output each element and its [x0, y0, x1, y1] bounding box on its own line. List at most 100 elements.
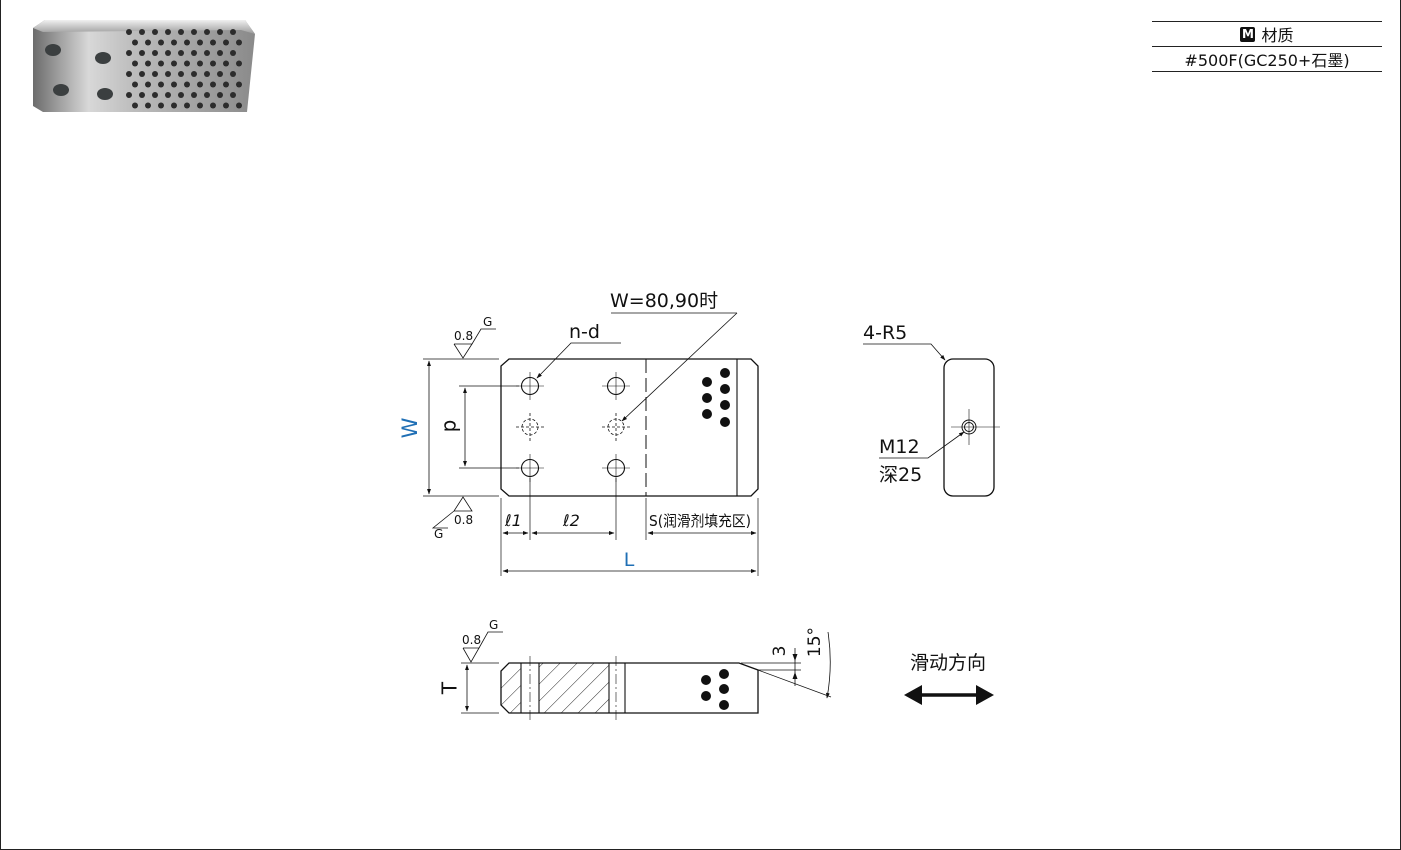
- label-depth: 深25: [879, 464, 922, 486]
- photo-graphite-dot: [132, 102, 138, 109]
- note-nd: n-d: [569, 321, 600, 343]
- photo-graphite-dot: [165, 92, 171, 98]
- material-table-header: M 材质: [1152, 22, 1382, 47]
- photo-graphite-dot: [178, 71, 184, 77]
- photo-graphite-dot: [236, 60, 242, 67]
- leader-r5: [863, 343, 946, 361]
- photo-graphite-plugs: [126, 29, 242, 109]
- photo-graphite-dot: [171, 39, 177, 46]
- label-l2: ℓ2: [562, 511, 580, 530]
- photo-graphite-dot: [197, 102, 203, 109]
- label-l: L: [624, 549, 635, 571]
- label-angle: 15°: [805, 627, 825, 657]
- photo-graphite-dot: [145, 81, 151, 88]
- photo-graphite-dot: [171, 81, 177, 88]
- photo-graphite-dot: [230, 29, 236, 35]
- photo-graphite-dot: [191, 92, 197, 98]
- photo-graphite-dot: [223, 60, 229, 67]
- photo-graphite-dot: [165, 71, 171, 77]
- label-s: S(润滑剂填充区): [649, 512, 751, 530]
- photo-graphite-dot: [230, 50, 236, 56]
- photo-graphite-dot: [217, 71, 223, 77]
- sliding-direction-arrow: [904, 685, 994, 705]
- leader-m12: [879, 431, 965, 459]
- photo-graphite-dot: [158, 60, 164, 67]
- dim-arc-15: [825, 631, 831, 699]
- photo-graphite-dot: [217, 50, 223, 56]
- rough-front-grade: G: [489, 618, 498, 632]
- photo-graphite-dot: [178, 92, 184, 98]
- photo-graphite-dot: [126, 29, 132, 35]
- graphite-plugs-top: [702, 368, 730, 427]
- graphite-plugs-front: [701, 669, 729, 710]
- photo-graphite-dot: [132, 81, 138, 88]
- photo-graphite-dot: [178, 50, 184, 56]
- photo-graphite-dot: [132, 39, 138, 46]
- hole-section-lines: [520, 656, 626, 720]
- photo-graphite-dot: [217, 29, 223, 35]
- photo-graphite-dot: [126, 50, 132, 56]
- photo-graphite-dot: [210, 39, 216, 46]
- photo-graphite-dot: [204, 50, 210, 56]
- roughness-symbol-front: [462, 631, 503, 663]
- label-l1: ℓ1: [504, 511, 522, 530]
- photo-graphite-dot: [217, 92, 223, 98]
- leader-nd: [536, 342, 621, 379]
- material-value: #500F(GC250+石墨): [1184, 51, 1350, 70]
- rough-bottom-value: 0.8: [454, 513, 473, 527]
- photo-graphite-dot: [223, 102, 229, 109]
- label-sliding-direction: 滑动方向: [910, 652, 986, 674]
- roughness-symbol-top: [453, 328, 496, 359]
- optional-holes: [516, 413, 630, 441]
- photo-graphite-dot: [191, 71, 197, 77]
- label-corner-radius: 4-R5: [863, 322, 907, 344]
- photo-graphite-dot: [158, 81, 164, 88]
- photo-graphite-dot: [184, 39, 190, 46]
- photo-graphite-dot: [236, 81, 242, 88]
- photo-graphite-dot: [230, 92, 236, 98]
- hatched-section: [539, 663, 609, 713]
- top-view-outline: [500, 358, 759, 497]
- photo-graphite-dot: [132, 60, 138, 67]
- material-header-label: 材质: [1261, 26, 1294, 45]
- photo-graphite-dot: [184, 81, 190, 88]
- side-view-outline: [943, 358, 995, 497]
- photo-graphite-dot: [210, 102, 216, 109]
- rough-front-value: 0.8: [462, 633, 481, 647]
- photo-graphite-dot: [158, 39, 164, 46]
- product-photo: [33, 20, 255, 112]
- photo-graphite-dot: [139, 71, 145, 77]
- photo-graphite-dot: [139, 50, 145, 56]
- photo-graphite-dot: [223, 81, 229, 88]
- photo-graphite-dot: [230, 71, 236, 77]
- label-w: W: [398, 417, 422, 438]
- rough-top-grade: G: [483, 315, 492, 329]
- photo-graphite-dot: [178, 29, 184, 35]
- photo-graphite-dot: [139, 29, 145, 35]
- photo-graphite-dot: [145, 39, 151, 46]
- photo-graphite-dot: [165, 50, 171, 56]
- photo-graphite-dot: [152, 71, 158, 77]
- photo-graphite-dot: [197, 81, 203, 88]
- hatched-chamfer: [501, 663, 521, 713]
- rough-bottom-grade: G: [434, 527, 443, 541]
- photo-graphite-dot: [223, 39, 229, 46]
- photo-graphite-dot: [152, 29, 158, 35]
- photo-graphite-dot: [126, 92, 132, 98]
- photo-graphite-dot: [145, 102, 151, 109]
- photo-graphite-dot: [197, 39, 203, 46]
- tapped-hole: [951, 409, 1000, 445]
- photo-graphite-dot: [236, 39, 242, 46]
- photo-graphite-dot: [184, 102, 190, 109]
- label-3: 3: [770, 646, 790, 657]
- photo-graphite-dot: [145, 60, 151, 67]
- photo-graphite-dot: [191, 29, 197, 35]
- through-holes: [516, 372, 630, 482]
- photo-graphite-dot: [139, 92, 145, 98]
- rough-top-value: 0.8: [454, 329, 473, 343]
- material-badge-icon: M: [1240, 26, 1256, 42]
- photo-graphite-dot: [184, 60, 190, 67]
- photo-graphite-dot: [165, 29, 171, 35]
- photo-graphite-dot: [210, 60, 216, 67]
